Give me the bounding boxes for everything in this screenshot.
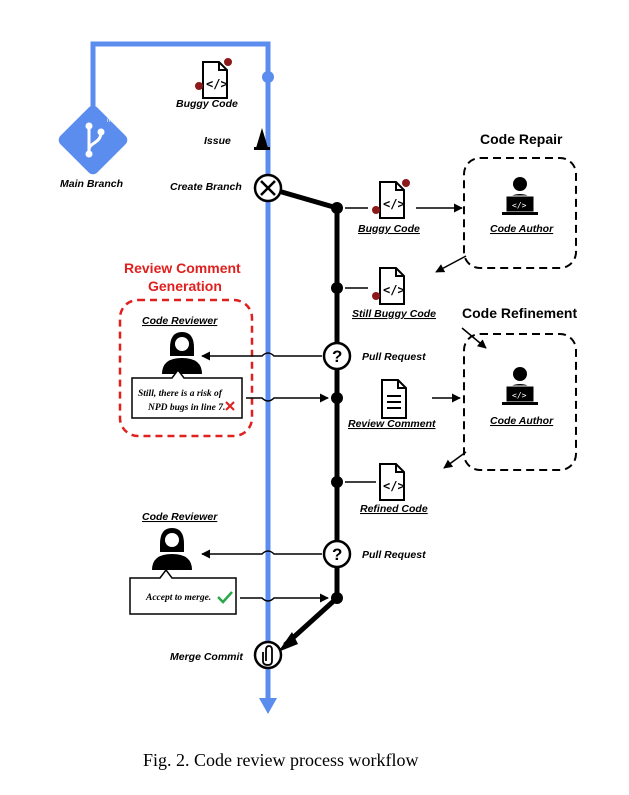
tools-icon [253,173,283,203]
document-icon [381,379,407,419]
merge-commit-label: Merge Commit [170,651,243,663]
svg-text:</>: </> [512,391,527,400]
svg-text:?: ? [332,545,342,564]
refined-code-label: Refined Code [360,503,428,515]
code-reviewer-2-label: Code Reviewer [142,511,218,523]
main-branch-label: Main Branch [60,178,123,190]
code-author-1-label: Code Author [490,223,554,235]
review-comment-label: Review Comment [348,418,436,430]
buggy-file-icon: </> [372,179,410,219]
check-icon [217,591,233,604]
question-icon: ? [322,539,352,569]
main-badge: main [107,118,120,124]
svg-text:</>: </> [206,77,228,91]
paperclip-icon [253,640,283,670]
svg-text:</>: </> [383,197,405,211]
commit-node [331,282,343,294]
buggy-code-label: Buggy Code [358,223,420,235]
bubble-1-line1: Still, there is a risk of [138,389,223,399]
comment-bubble: Accept to merge. [129,568,237,615]
git-branch-icon: main [58,105,128,175]
code-refinement-box [463,333,577,471]
svg-text:</>: </> [383,283,405,297]
buggy-file-icon: </> [372,267,405,305]
feature-branch-line [267,185,343,652]
code-repair-title: Code Repair [480,131,563,147]
developer-laptop-icon: </> [502,177,538,215]
code-refinement-title: Code Refinement [462,305,577,321]
buggy-code-top-label: Buggy Code [176,98,238,110]
bubble-2-text: Accept to merge. [145,593,211,603]
issue-label: Issue [204,135,231,147]
buggy-file-icon: </> [195,58,232,99]
commit-node [331,202,343,214]
review-comment-generation-box [118,298,254,438]
developer-laptop-icon: </> [502,367,538,405]
comment-bubble: Still, there is a risk of NPD bugs in li… [131,368,243,419]
commit-node [331,592,343,604]
file-code-icon: </> [379,463,405,501]
cross-icon [225,401,235,411]
traffic-cone-icon [254,128,270,150]
still-buggy-code-label: Still Buggy Code [352,308,436,320]
code-author-2-label: Code Author [490,415,554,427]
pull-request-1-label: Pull Request [362,351,426,363]
code-repair-box [463,157,577,269]
figure-caption: Fig. 2. Code review process workflow [143,750,418,770]
svg-text:</>: </> [512,201,527,210]
svg-text:?: ? [332,347,342,366]
pull-request-2-label: Pull Request [362,549,426,561]
commit-node [331,392,343,404]
bubble-1-line2: NPD bugs in line 7. [147,403,225,413]
question-icon: ? [322,341,352,371]
reviewer-icon [162,332,202,374]
commit-node [331,476,343,488]
code-reviewer-1-label: Code Reviewer [142,315,218,327]
create-branch-label: Create Branch [170,181,242,193]
review-comment-generation-title-line1: Review Comment [124,260,241,276]
review-comment-generation-title-line2: Generation [148,278,222,294]
reviewer-icon [152,528,192,570]
svg-text:</>: </> [383,479,405,493]
main-branch-line [90,41,277,714]
